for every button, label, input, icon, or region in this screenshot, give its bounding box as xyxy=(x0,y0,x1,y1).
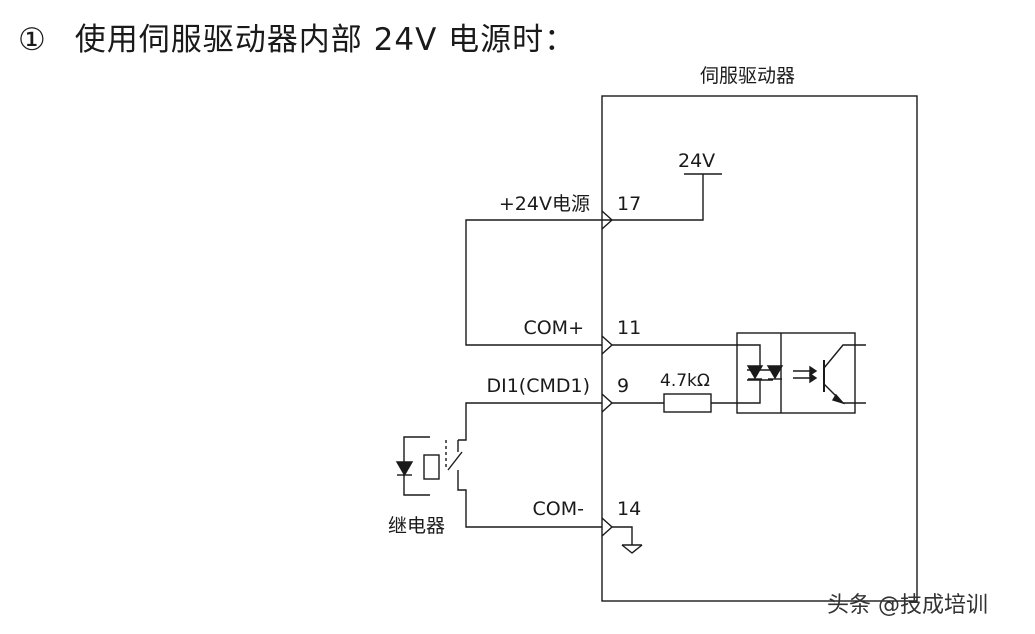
optocoupler-box xyxy=(736,332,856,414)
di1-internal-wire-b xyxy=(711,380,761,404)
driver-title: 伺服驱动器 xyxy=(700,65,795,87)
heading-marker: ① xyxy=(18,22,47,58)
terminal-9-pin: 9 xyxy=(617,375,629,397)
terminal-14-name: COM- xyxy=(533,498,584,520)
terminal-17-connector xyxy=(601,210,614,230)
terminal-14-pin: 14 xyxy=(617,498,641,520)
phototransistor-collector xyxy=(823,344,866,369)
relay-contact-blade xyxy=(447,451,463,471)
emitter-arrow-icon xyxy=(831,393,846,405)
resistor xyxy=(663,393,712,413)
light-arrow-1-head xyxy=(809,365,818,377)
phototransistor-emitter xyxy=(823,383,866,404)
com-plus-internal-wire xyxy=(612,344,761,370)
ground-icon xyxy=(621,544,643,554)
supply-label: 24V xyxy=(678,150,715,172)
supply-wire xyxy=(602,174,704,221)
terminal-17-name: +24V电源 xyxy=(499,193,590,215)
com-minus-wire xyxy=(457,470,602,528)
terminal-11-pin: 11 xyxy=(617,317,641,339)
di1-external-wire xyxy=(458,402,602,441)
ground-wire xyxy=(612,526,633,545)
terminal-17-pin: 17 xyxy=(617,193,641,215)
watermark: 头条 @技成培训 xyxy=(827,593,988,618)
terminal-11-connector xyxy=(601,335,614,355)
page-heading: ① 使用伺服驱动器内部 24V 电源时： xyxy=(18,14,576,59)
resistor-label: 4.7kΩ xyxy=(660,371,710,391)
input-diode-1-icon xyxy=(746,365,764,380)
relay-diode-icon xyxy=(395,461,414,477)
terminal-14-connector xyxy=(601,517,614,537)
light-arrow-2-head xyxy=(809,372,818,384)
terminal-11-name: COM+ xyxy=(523,317,584,339)
terminal-9-name: DI1(CMD1) xyxy=(486,375,590,397)
heading-text: 使用伺服驱动器内部 24V 电源时： xyxy=(74,22,577,58)
terminal-9-connector xyxy=(601,393,614,413)
jumper-wire xyxy=(465,219,602,346)
relay-coil xyxy=(423,454,440,480)
relay-label: 继电器 xyxy=(388,515,445,537)
driver-box xyxy=(601,95,918,602)
input-diode-2-icon xyxy=(766,365,784,380)
